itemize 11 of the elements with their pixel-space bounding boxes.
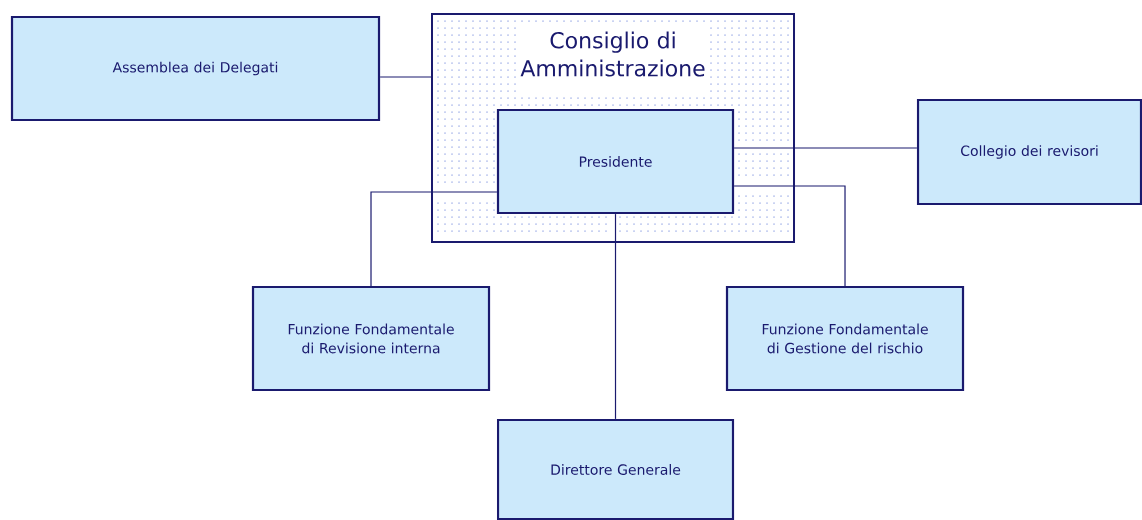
connector-line (614, 213, 617, 420)
org-box: Funzione Fondamentale di Revisione interna (251, 285, 491, 392)
connector-line (733, 147, 918, 149)
connector-line (733, 185, 846, 287)
org-box: Funzione Fondamentale di Gestione del rischio (725, 285, 965, 392)
connector-line (370, 191, 498, 287)
connector-line (379, 76, 432, 78)
org-box: Direttore Generale (496, 418, 735, 520)
org-box: Assemblea dei Delegati (10, 15, 381, 122)
org-box: Collegio dei revisori (916, 98, 1142, 206)
org-box: Presidente (496, 108, 735, 215)
